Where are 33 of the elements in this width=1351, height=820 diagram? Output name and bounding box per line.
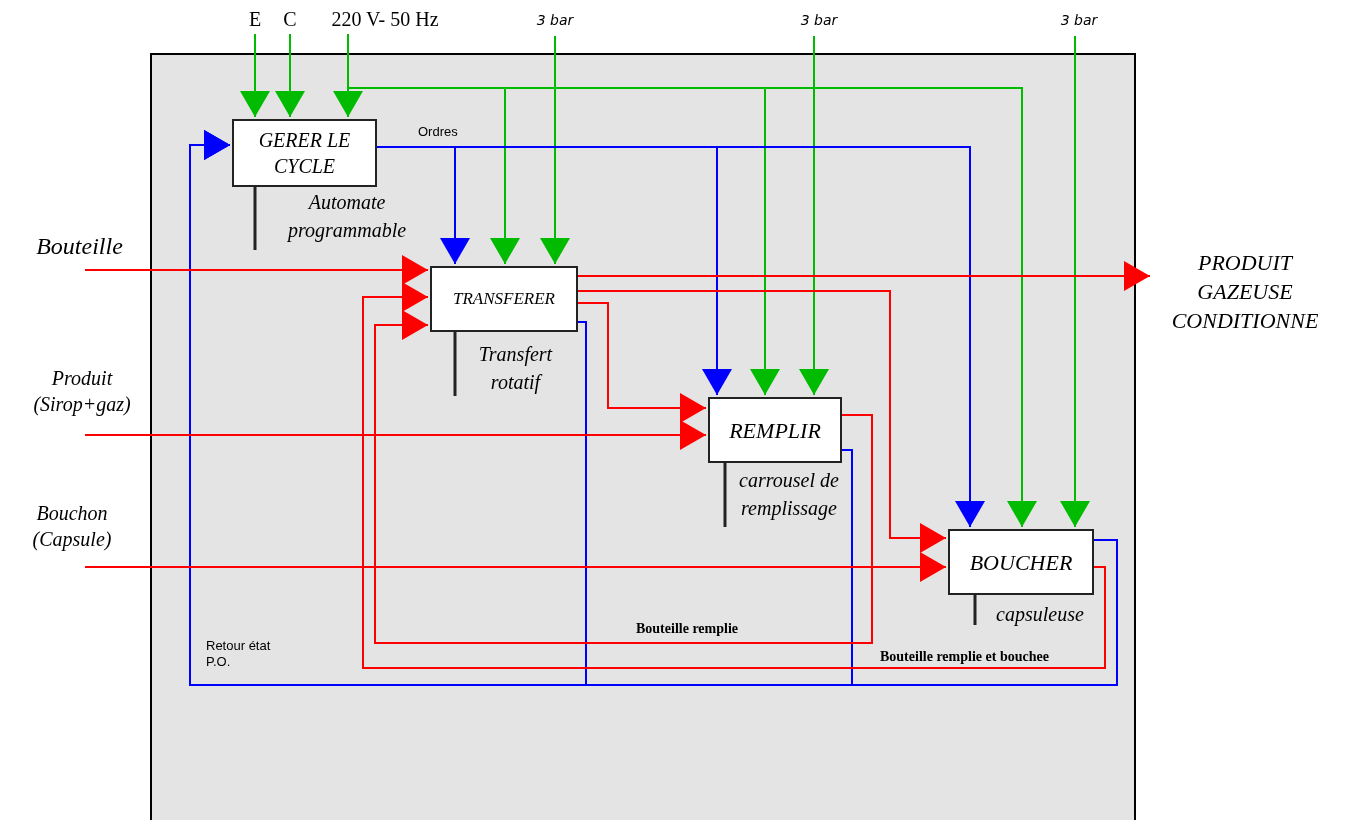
arrow bbox=[240, 33, 270, 118]
activity-box: TRANSFERER bbox=[430, 266, 578, 332]
arrow bbox=[575, 290, 947, 553]
mechanism-label: Automate programmable bbox=[286, 190, 408, 244]
arrow bbox=[1060, 35, 1090, 528]
input-label: E bbox=[244, 4, 266, 34]
arrow bbox=[189, 130, 1118, 686]
pressure-label: 3 bar bbox=[786, 10, 852, 36]
arrow bbox=[540, 35, 570, 265]
diagram-frame bbox=[150, 53, 1136, 820]
arrow bbox=[84, 552, 947, 582]
input-label: Bouteille bbox=[12, 228, 147, 270]
activity-box: REMPLIR bbox=[708, 397, 842, 463]
arrow bbox=[575, 261, 1151, 291]
activity-box: GERER LE CYCLE bbox=[232, 119, 377, 187]
activity-box: BOUCHER bbox=[948, 529, 1094, 595]
pressure-label: 3 bar bbox=[1046, 10, 1112, 36]
arrow bbox=[799, 35, 829, 396]
output-label: PRODUIT GAZEUSE CONDITIONNE bbox=[1150, 248, 1340, 338]
input-label: 220 V- 50 Hz bbox=[312, 4, 458, 34]
mechanism-label: carrousel de remplissage bbox=[738, 468, 840, 522]
arrow bbox=[84, 255, 429, 285]
pressure-label: 3 bar bbox=[522, 10, 588, 36]
arrow bbox=[362, 282, 1106, 669]
arrow bbox=[575, 302, 707, 423]
arrow bbox=[374, 310, 873, 644]
arrow bbox=[84, 420, 707, 450]
input-label: C bbox=[279, 4, 301, 34]
input-label: Produit (Sirop+gaz) bbox=[12, 365, 152, 435]
arrow bbox=[275, 33, 305, 118]
input-label: Bouchon (Capsule) bbox=[12, 500, 132, 567]
mechanism-label: capsuleuse bbox=[996, 602, 1084, 628]
mechanism-label: Transfert rotatif bbox=[477, 342, 554, 396]
